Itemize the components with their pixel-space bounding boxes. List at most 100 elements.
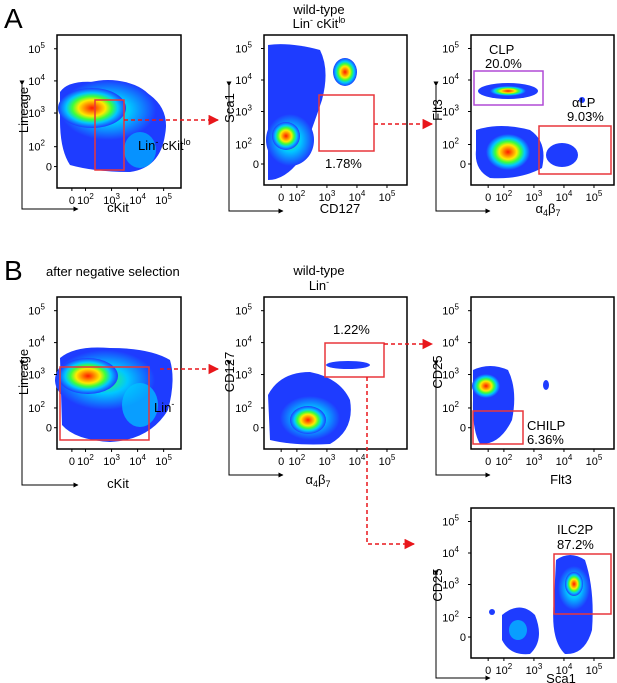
x-tick-label: 105 [379, 453, 396, 468]
y-tick-label: 102 [235, 400, 252, 415]
gate-lin-ckit[interactable] [94, 99, 125, 171]
y-tick-label: 105 [442, 514, 459, 529]
gate-label: Lin- cKitlo [138, 137, 191, 153]
y-tick-label: 104 [28, 73, 45, 88]
axis-corner [433, 81, 491, 214]
y-tick-label: 105 [28, 41, 45, 56]
x-tick-label: 104 [349, 189, 366, 204]
x-tick-label: 0 [278, 456, 284, 468]
y-tick-label: 105 [235, 303, 252, 318]
y-tick-label: 0 [460, 159, 466, 171]
density-plot [489, 555, 593, 655]
x-tick-label: 103 [526, 453, 543, 468]
y-tick-label: 102 [442, 137, 459, 152]
gate-ilc2p[interactable] [553, 553, 612, 615]
plot-a3: CLP 20.0% αLP 9.03% Flt3 α4β7 1051041031… [430, 34, 615, 218]
y-tick-label: 105 [28, 303, 45, 318]
y-tick-label: 103 [28, 367, 45, 382]
x-tick-label: 104 [129, 453, 146, 468]
y-tick-label: 104 [28, 335, 45, 350]
x-tick-label: 103 [319, 189, 336, 204]
x-axis-label: Flt3 [550, 472, 572, 487]
x-axis-label: α4β7 [305, 472, 330, 489]
density-plot [58, 80, 166, 172]
axis-corner [19, 80, 79, 212]
y-tick-label: 0 [253, 159, 259, 171]
panel-a-letter: A [4, 3, 23, 34]
x-tick-label: 103 [103, 453, 120, 468]
axis-corner [226, 81, 284, 214]
x-axis-label: CD127 [320, 201, 360, 216]
x-tick-label: 102 [289, 189, 306, 204]
y-tick-label: 103 [235, 104, 252, 119]
y-tick-label: 102 [235, 137, 252, 152]
x-tick-label: 102 [77, 453, 94, 468]
axis-corner [19, 360, 79, 488]
x-tick-label: 0 [278, 192, 284, 204]
y-tick-label: 105 [442, 41, 459, 56]
y-tick-label: 103 [28, 105, 45, 120]
panel-b-heading-left: after negative selection [46, 264, 180, 279]
axis-corner [226, 360, 284, 478]
gate-alp[interactable] [538, 125, 612, 175]
y-tick-label: 102 [442, 610, 459, 625]
x-tick-label: 105 [586, 189, 603, 204]
y-tick-label: 104 [442, 335, 459, 350]
y-tick-label: 0 [460, 423, 466, 435]
gate-percent: 20.0% [485, 56, 522, 71]
x-tick-label: 105 [586, 453, 603, 468]
x-tick-label: 0 [485, 192, 491, 204]
gate-percent: 6.36% [527, 432, 564, 447]
gate-cd127[interactable] [318, 94, 375, 152]
y-tick-label: 102 [28, 400, 45, 415]
x-tick-label: 104 [556, 189, 573, 204]
axis-corner [433, 570, 491, 681]
panel-a-heading: wild-type [292, 2, 344, 17]
y-tick-label: 104 [235, 335, 252, 350]
x-tick-label: 105 [379, 189, 396, 204]
x-tick-label: 105 [586, 662, 603, 677]
y-tick-label: 0 [46, 423, 52, 435]
y-tick-label: 102 [442, 400, 459, 415]
y-tick-label: 0 [253, 423, 259, 435]
gate-label: ILC2P [557, 522, 593, 537]
x-tick-label: 103 [526, 662, 543, 677]
gate-label: CHILP [527, 418, 565, 433]
x-tick-label: 102 [496, 453, 513, 468]
gate-percent: 1.78% [325, 156, 362, 171]
gate-percent: 9.03% [567, 109, 604, 124]
gate-label: αLP [572, 95, 595, 110]
x-tick-label: 103 [526, 189, 543, 204]
y-tick-label: 105 [235, 41, 252, 56]
y-tick-label: 104 [442, 545, 459, 560]
gate-arrow [366, 377, 416, 550]
panel-b-letter: B [4, 255, 23, 286]
panel-a-heading-2: Lin- cKitlo [293, 15, 346, 31]
y-tick-label: 103 [442, 577, 459, 592]
x-tick-label: 104 [129, 192, 146, 207]
y-tick-label: 103 [442, 104, 459, 119]
gate-cd127-a4b7[interactable] [324, 342, 385, 378]
y-tick-label: 104 [235, 72, 252, 87]
y-tick-label: 103 [442, 367, 459, 382]
x-tick-label: 103 [319, 453, 336, 468]
x-tick-label: 0 [485, 665, 491, 677]
density-plot [268, 361, 370, 445]
y-tick-label: 0 [460, 632, 466, 644]
gate-percent: 1.22% [333, 322, 370, 337]
x-tick-label: 105 [155, 453, 172, 468]
axis-corner [433, 360, 491, 478]
